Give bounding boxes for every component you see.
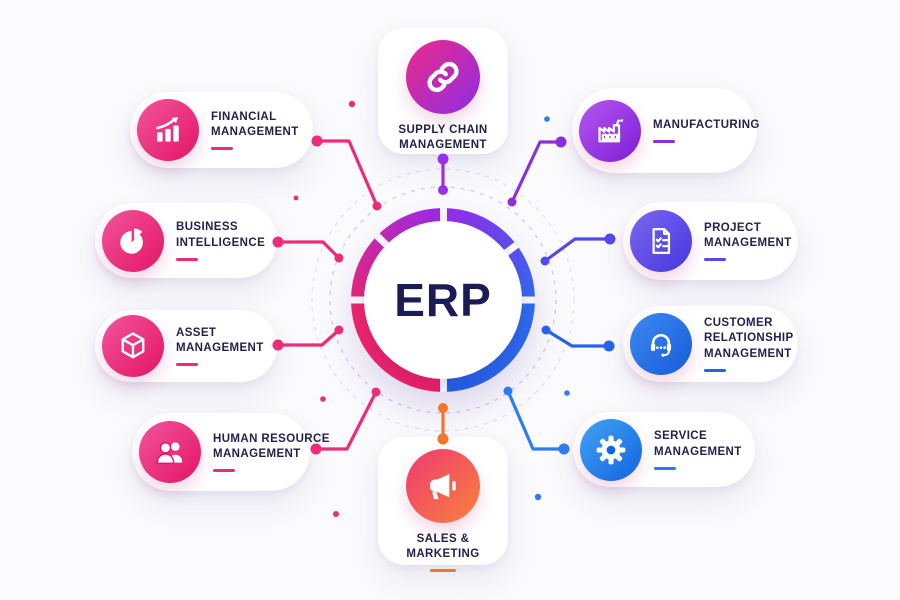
card-label: FINANCIAL MANAGEMENT bbox=[211, 110, 299, 138]
card-project-management: PROJECT MANAGEMENT bbox=[623, 202, 798, 280]
accent-underline bbox=[213, 469, 235, 473]
card-supply-chain-management: SUPPLY CHAIN MANAGEMENT bbox=[378, 28, 508, 154]
manufacturing-icon-circle bbox=[579, 99, 641, 162]
card-label: HUMAN RESOURCE MANAGEMENT bbox=[213, 432, 330, 460]
card-human-resource-management: HUMAN RESOURCE MANAGEMENT bbox=[132, 413, 329, 491]
accent-underline bbox=[654, 466, 676, 470]
project-icon-circle bbox=[630, 210, 692, 272]
accent-underline bbox=[653, 140, 675, 144]
card-sales-marketing: SALES & MARKETING bbox=[378, 437, 508, 572]
connector-service bbox=[503, 386, 570, 455]
card-service-management: SERVICE MANAGEMENT bbox=[573, 412, 755, 487]
asset-icon-circle bbox=[102, 315, 164, 377]
connector-financial bbox=[311, 135, 382, 211]
megaphone-icon bbox=[430, 474, 456, 500]
supply-chain-icon-circle bbox=[406, 40, 480, 114]
accent-underline bbox=[176, 363, 198, 367]
connector-supply-chain bbox=[437, 153, 449, 195]
card-label: PROJECT MANAGEMENT bbox=[704, 221, 792, 249]
accent-underline bbox=[176, 257, 198, 261]
business-intelligence-icon-circle bbox=[102, 209, 164, 272]
factory-icon bbox=[598, 118, 624, 142]
card-label: SALES & MARKETING bbox=[406, 533, 480, 561]
chain-link-icon bbox=[427, 61, 459, 93]
card-business-intelligence: BUSINESS INTELLIGENCE bbox=[95, 203, 277, 278]
erp-title: ERP bbox=[394, 274, 492, 326]
decorative-blue-dots bbox=[534, 116, 570, 501]
erp-inner-circle: ERP bbox=[364, 221, 522, 379]
accent-underline bbox=[704, 369, 726, 373]
sales-icon-circle bbox=[406, 449, 480, 523]
accent-underline bbox=[430, 568, 456, 572]
card-label: SUPPLY CHAIN MANAGEMENT bbox=[398, 124, 488, 152]
erp-ring: ERP bbox=[351, 208, 535, 392]
crm-icon-circle bbox=[630, 313, 692, 375]
card-label: SERVICE MANAGEMENT bbox=[654, 430, 742, 458]
accent-underline bbox=[211, 147, 233, 151]
connector-business-intelligence bbox=[272, 236, 344, 263]
card-label: CUSTOMER RELATIONSHIP MANAGEMENT bbox=[704, 316, 794, 360]
accent-underline bbox=[704, 258, 726, 262]
card-label: BUSINESS INTELLIGENCE bbox=[176, 221, 266, 249]
document-checklist-icon bbox=[652, 227, 671, 255]
service-icon-circle bbox=[580, 418, 642, 481]
cube-icon bbox=[121, 332, 145, 359]
card-financial-management: FINANCIAL MANAGEMENT bbox=[130, 92, 313, 168]
card-customer-relationship-management: CUSTOMER RELATIONSHIP MANAGEMENT bbox=[623, 306, 798, 382]
connector-crm bbox=[541, 325, 615, 352]
pie-chart-icon bbox=[120, 228, 143, 254]
card-label: MANUFACTURING bbox=[653, 118, 760, 131]
chart-growth-icon bbox=[156, 117, 179, 142]
headset-icon bbox=[650, 334, 672, 357]
people-icon bbox=[156, 441, 183, 465]
connector-asset bbox=[272, 325, 344, 351]
connector-manufacturing bbox=[507, 136, 567, 207]
gear-icon bbox=[596, 435, 626, 464]
financial-icon-circle bbox=[137, 99, 199, 161]
card-asset-management: ASSET MANAGEMENT bbox=[95, 310, 277, 382]
card-label: ASSET MANAGEMENT bbox=[176, 326, 264, 354]
hr-icon-circle bbox=[139, 421, 201, 483]
connector-project bbox=[540, 233, 616, 266]
card-manufacturing: MANUFACTURING bbox=[572, 88, 760, 173]
